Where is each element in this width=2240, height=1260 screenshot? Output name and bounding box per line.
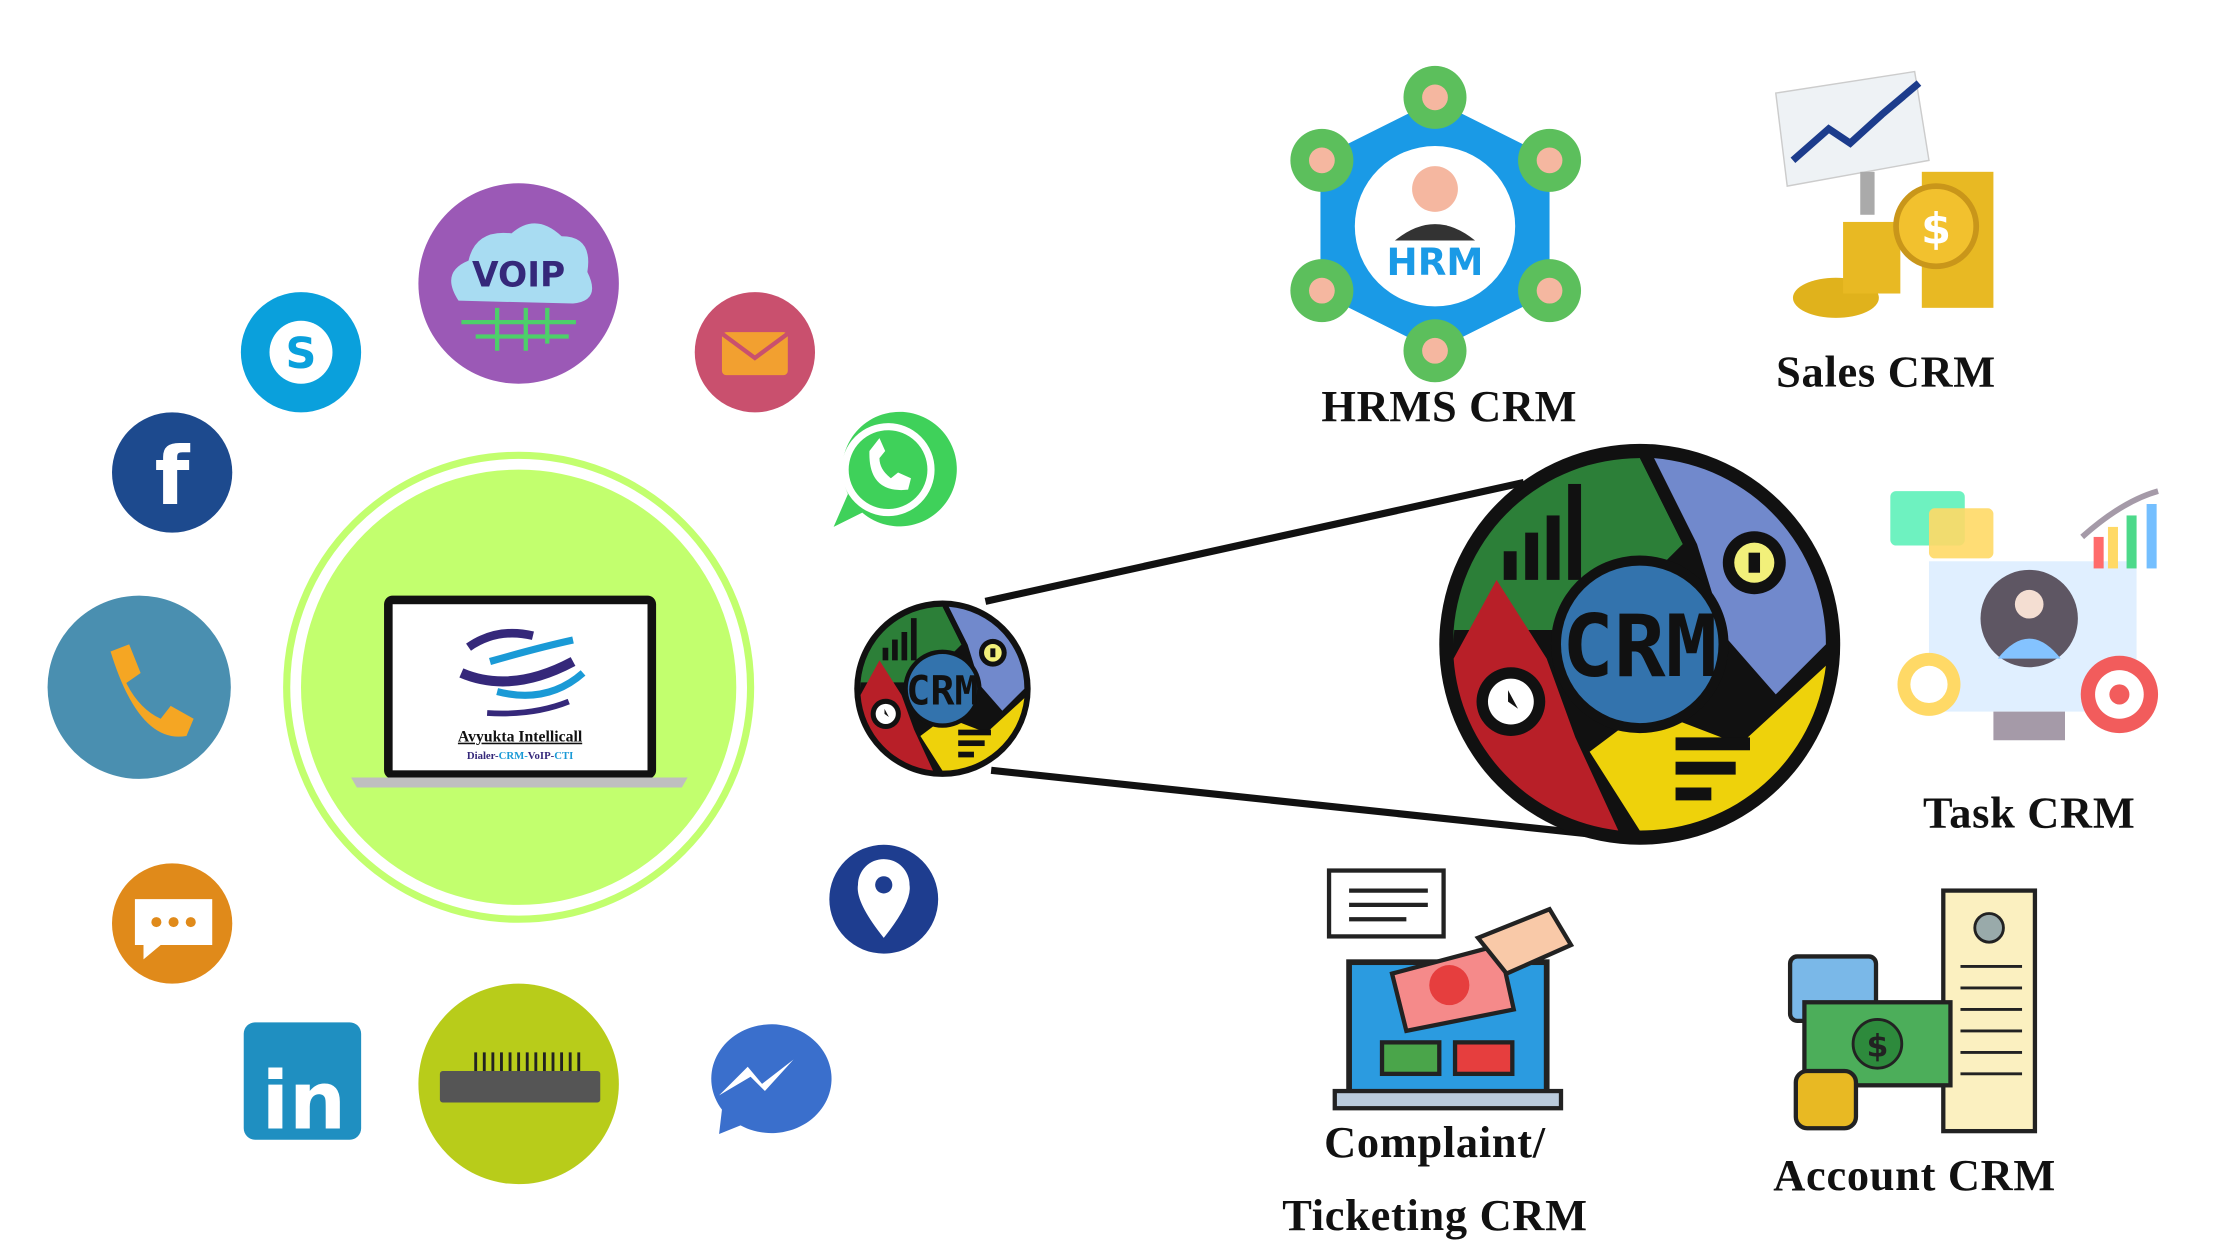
whatsapp-icon (833, 411, 957, 527)
account-icon: $ (1787, 888, 2038, 1134)
gsm-gateway-icon (418, 983, 619, 1185)
svg-text:in: in (262, 1054, 347, 1147)
linkedin-icon: in (243, 1022, 362, 1147)
svg-text:HRM: HRM (1387, 240, 1484, 284)
location-icon (829, 844, 939, 954)
complaint-label-line1: Complaint/ (1324, 1117, 1546, 1167)
zoom-line-top (984, 479, 1525, 605)
crm-badge-large: CRM (1562, 597, 1717, 697)
account-crm-label: Account CRM (1773, 1150, 2056, 1200)
sales-icon: $ (1774, 70, 1994, 318)
task-crm-label: Task CRM (1923, 788, 2135, 838)
hrms-crm-label: HRMS CRM (1321, 381, 1577, 431)
phone-icon (47, 595, 231, 779)
svg-text:$: $ (1866, 1029, 1888, 1065)
svg-text:S: S (286, 329, 317, 379)
laptop: Avyukta Intellicall Dialer-CRM-VoIP-CTI (351, 595, 688, 788)
crm-badge-small: CRM (906, 668, 978, 714)
messenger-icon (711, 1024, 832, 1134)
skype-icon: S (240, 292, 362, 413)
zoom-line-bottom (990, 766, 1625, 842)
complaint-icon (1326, 868, 1575, 1111)
brand-name: Avyukta Intellicall (458, 729, 583, 746)
voip-icon: VOIP (418, 183, 619, 384)
facebook-icon: f (112, 412, 233, 533)
complaint-label-line2: Ticketing CRM (1282, 1190, 1588, 1240)
svg-text:VOIP: VOIP (472, 255, 565, 295)
chat-icon (112, 863, 233, 984)
hub: Avyukta Intellicall Dialer-CRM-VoIP-CTI (283, 451, 755, 923)
svg-text:f: f (155, 430, 191, 523)
brand-logo (459, 628, 586, 717)
email-icon (694, 292, 816, 413)
sales-crm-label: Sales CRM (1776, 347, 1996, 397)
brand-tagline: Dialer-CRM-VoIP-CTI (467, 750, 573, 762)
hrms-icon: HRM (1290, 65, 1582, 383)
task-icon (1890, 488, 2159, 741)
svg-text:$: $ (1921, 204, 1951, 254)
